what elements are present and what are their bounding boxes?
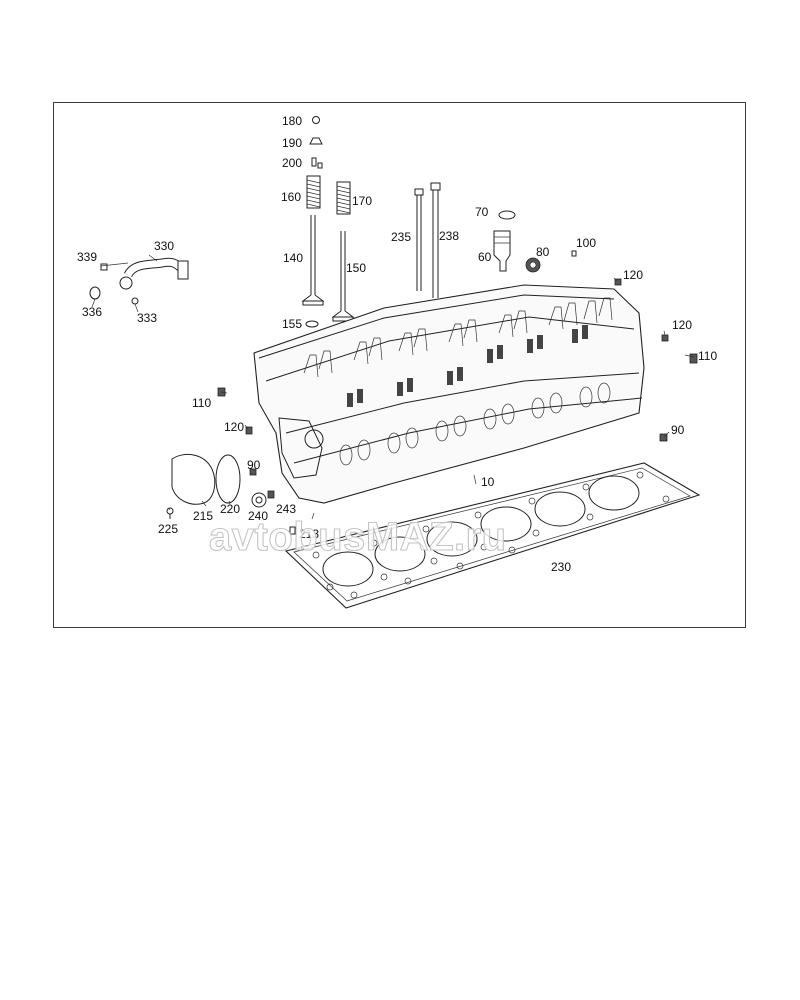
- label-120-left: 120: [224, 420, 244, 434]
- valve-cap-190-icon: [309, 137, 323, 145]
- cylinder-head-10-icon: [253, 284, 645, 504]
- valve-keeper-180-icon: [312, 116, 320, 124]
- injector-sleeve-60-icon: [493, 230, 511, 272]
- label-100: 100: [576, 236, 596, 250]
- label-240: 240: [248, 509, 268, 523]
- label-110-right: 110: [698, 349, 717, 363]
- o-ring-70-icon: [498, 210, 516, 220]
- coolant-pipe-330-icon: [119, 257, 189, 290]
- valve-140-icon: [301, 215, 325, 306]
- label-70: 70: [475, 205, 489, 219]
- label-336: 336: [82, 305, 102, 319]
- label-120-top: 120: [623, 268, 643, 282]
- head-bolt-235-icon: [414, 188, 424, 291]
- valve-spring-170-icon: [336, 181, 351, 215]
- head-bolt-238-icon: [430, 182, 441, 298]
- diagram-frame: 180 190 200 160 170 140 150 155 235 238 …: [53, 102, 746, 628]
- leader-lines: [91, 254, 695, 520]
- label-80: 80: [536, 245, 550, 259]
- plug-120-right-icon: [661, 334, 669, 342]
- o-ring-333-icon: [131, 297, 139, 305]
- cover-215-icon: [171, 453, 216, 505]
- label-10: 10: [481, 475, 495, 489]
- label-90-right: 90: [671, 423, 685, 437]
- label-110-left: 110: [192, 396, 211, 410]
- label-333: 333: [137, 311, 157, 325]
- exploded-parts-diagram: 180 190 200 160 170 140 150 155 235 238 …: [77, 114, 717, 609]
- screw-339-icon: [100, 263, 108, 271]
- seal-ring-80-icon: [525, 257, 541, 273]
- label-225: 225: [158, 522, 178, 536]
- valve-spring-160-icon: [306, 175, 321, 209]
- ring-240-icon: [251, 492, 267, 508]
- label-243: 243: [276, 502, 296, 516]
- plug-110-right-icon: [689, 353, 698, 364]
- plug-100-icon: [571, 250, 577, 257]
- label-339: 339: [77, 250, 97, 264]
- valve-seal-155-icon: [305, 320, 319, 328]
- label-170: 170: [352, 194, 372, 208]
- watermark-text: avtobusMAZ.ru: [209, 515, 507, 559]
- screw-213-icon: [289, 526, 296, 535]
- label-230: 230: [551, 560, 571, 574]
- plug-90-right-icon: [659, 433, 668, 442]
- label-90-left: 90: [247, 458, 261, 472]
- o-ring-220-icon: [215, 454, 241, 504]
- label-190: 190: [282, 136, 302, 150]
- label-180: 180: [282, 114, 302, 128]
- label-155: 155: [282, 317, 302, 331]
- plug-90-left-icon: [249, 468, 257, 476]
- seal-336-icon: [89, 286, 101, 300]
- label-213: 213: [299, 527, 319, 541]
- label-160: 160: [281, 190, 301, 204]
- screw-225-icon: [166, 507, 174, 519]
- valve-150-icon: [331, 231, 355, 322]
- label-60: 60: [478, 250, 492, 264]
- label-235: 235: [391, 230, 411, 244]
- label-120-right: 120: [672, 318, 692, 332]
- head-gasket-230-icon: [284, 462, 701, 609]
- label-150: 150: [346, 261, 366, 275]
- plug-120-left-icon: [245, 426, 253, 435]
- plug-243-icon: [267, 490, 275, 499]
- label-238: 238: [439, 229, 459, 243]
- label-140: 140: [283, 251, 303, 265]
- label-330: 330: [154, 239, 174, 253]
- label-200: 200: [282, 156, 302, 170]
- label-220: 220: [220, 502, 240, 516]
- plug-120-top-icon: [614, 278, 622, 286]
- valve-key-200-icon: [311, 157, 323, 169]
- label-215: 215: [193, 509, 213, 523]
